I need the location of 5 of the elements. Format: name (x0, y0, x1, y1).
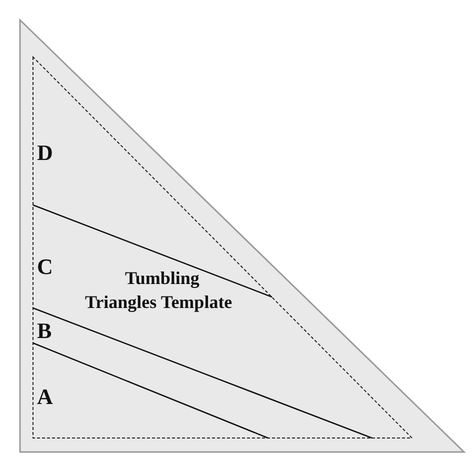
template-title: Tumbling Triangles Template (85, 267, 234, 314)
region-letter: B (37, 317, 52, 345)
region-letter: A (37, 383, 53, 411)
region-letter: C (37, 253, 53, 281)
region-letter: D (37, 139, 53, 167)
